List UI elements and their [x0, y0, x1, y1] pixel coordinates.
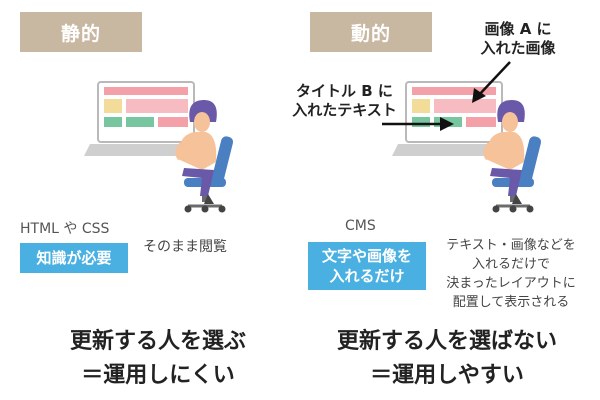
annotation-text-line1: タイトル B に: [296, 82, 393, 100]
static-note: そのまま閲覧: [143, 239, 227, 255]
annotation-image-line1: 画像 A に: [484, 20, 552, 38]
dynamic-laptop-illustration: [390, 80, 544, 214]
dynamic-tag: 動的: [310, 12, 432, 52]
static-laptop-illustration: [82, 80, 236, 214]
dynamic-note-line4: 配置して表示される: [452, 295, 570, 310]
dynamic-note-line3: 決まったレイアウトに: [446, 276, 576, 291]
static-tech-label: HTML や CSS: [20, 221, 110, 237]
dynamic-badge: 文字や画像を 入れるだけ: [308, 242, 426, 290]
static-conclusion-line1: 更新する人を選ぶ: [69, 329, 246, 354]
arrow-image-pointer: [472, 61, 511, 103]
dynamic-conclusion: 更新する人を選ばない ＝運用しやすい: [312, 325, 582, 393]
dynamic-note-line1: テキスト・画像などを: [446, 238, 576, 253]
dynamic-tech-label: CMS: [345, 218, 376, 234]
annotation-image: 画像 A に 入れた画像: [458, 20, 578, 58]
static-conclusion-line2: ＝運用しにくい: [81, 363, 235, 388]
dynamic-conclusion-line2: ＝運用しやすい: [370, 363, 524, 388]
annotation-image-line2: 入れた画像: [480, 39, 556, 57]
dynamic-conclusion-line1: 更新する人を選ばない: [336, 329, 557, 354]
dynamic-note: テキスト・画像などを 入れるだけで 決まったレイアウトに 配置して表示される: [432, 236, 590, 312]
dynamic-badge-line1: 文字や画像を: [321, 247, 412, 265]
static-badge: 知識が必要: [20, 243, 128, 273]
annotation-text-line2: 入れたテキスト: [292, 101, 397, 119]
dynamic-badge-line2: 入れるだけ: [329, 267, 405, 285]
dynamic-note-line2: 入れるだけで: [471, 257, 550, 272]
static-tag: 静的: [20, 12, 142, 52]
static-conclusion: 更新する人を選ぶ ＝運用しにくい: [28, 325, 288, 393]
annotation-text: タイトル B に 入れたテキスト: [282, 82, 407, 120]
